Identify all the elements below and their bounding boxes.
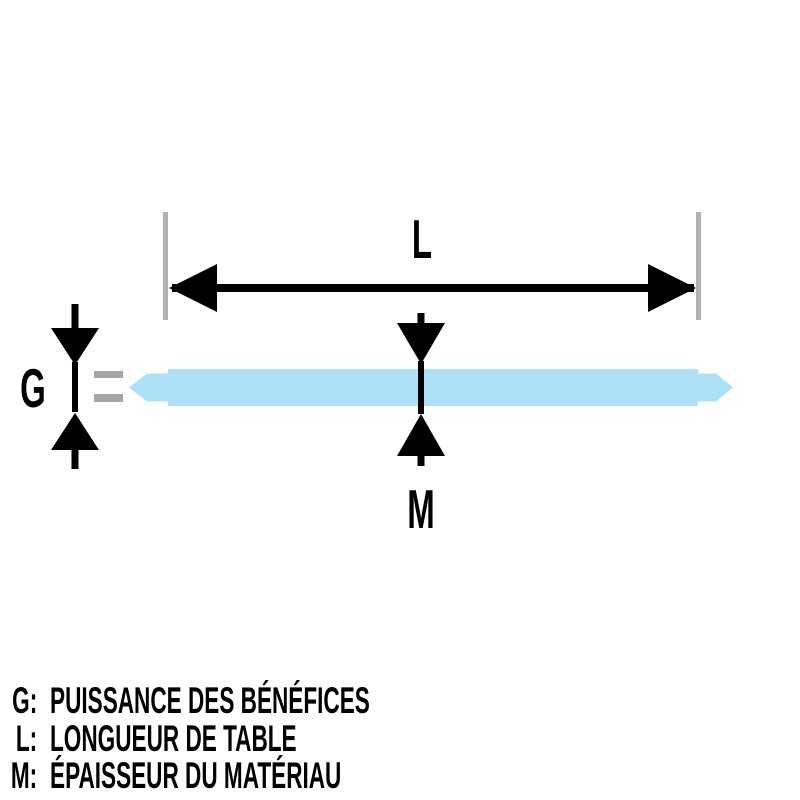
length-extent-tick-left bbox=[163, 212, 168, 320]
length-extent-tick-right bbox=[696, 212, 701, 320]
legend-row-g: G: PUISSANCE DES BÉNÉFICES bbox=[0, 682, 488, 720]
edge-mark-top bbox=[94, 371, 123, 378]
length-arrowhead-left-icon bbox=[169, 264, 217, 312]
thickness-label: M bbox=[407, 478, 434, 540]
legend-key-l: L: bbox=[15, 717, 38, 759]
length-label: L bbox=[412, 208, 432, 270]
legend-row-l: L: LONGUEUR DE TABLE bbox=[0, 717, 488, 759]
edge-arrowhead-down-icon bbox=[51, 328, 99, 365]
legend-definition-m: ÉPAISSEUR DU MATÉRIAU bbox=[50, 755, 342, 796]
length-arrowhead-right-icon bbox=[648, 264, 696, 312]
edge-dimension-arrow bbox=[51, 304, 99, 469]
table-bar bbox=[129, 369, 733, 406]
edge-arrowhead-up-icon bbox=[51, 413, 99, 450]
thickness-arrowhead-up-icon bbox=[397, 414, 445, 456]
thickness-arrowhead-down-icon bbox=[397, 323, 445, 364]
legend-key-m: M: bbox=[10, 755, 38, 796]
legend-definition-l: LONGUEUR DE TABLE bbox=[50, 717, 297, 759]
length-dimension-arrow bbox=[169, 264, 696, 312]
legend-definition-g: PUISSANCE DES BÉNÉFICES bbox=[50, 680, 370, 721]
edge-mark-bottom bbox=[94, 394, 123, 402]
thickness-dimension-arrow bbox=[397, 313, 445, 466]
edge-label: G bbox=[20, 357, 46, 419]
legend: G: PUISSANCE DES BÉNÉFICES L: LONGUEUR DE … bbox=[0, 682, 800, 795]
legend-key-g: G: bbox=[12, 680, 38, 721]
legend-row-m: M: ÉPAISSEUR DU MATÉRIAU bbox=[0, 757, 488, 795]
